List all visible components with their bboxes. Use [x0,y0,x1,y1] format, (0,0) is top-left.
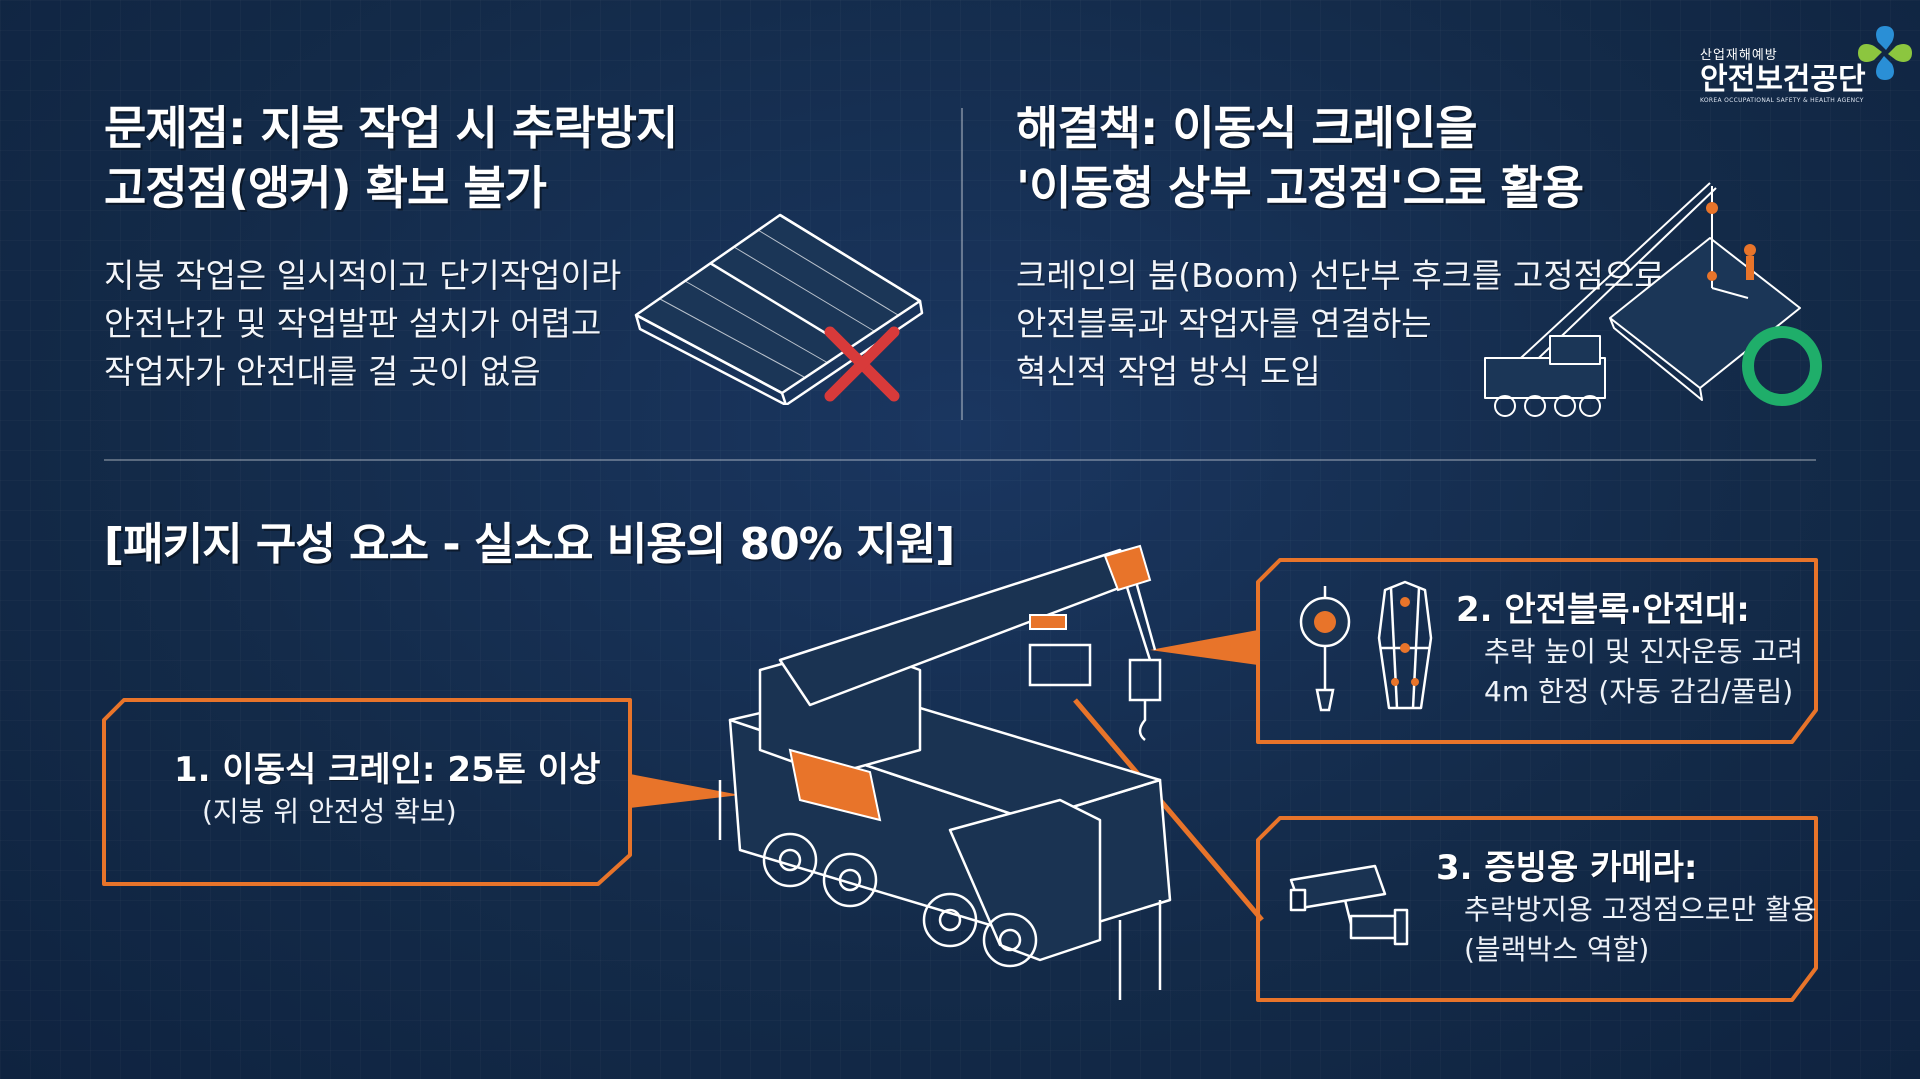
logo-cross-icon [1858,26,1912,80]
problem-description: 지붕 작업은 일시적이고 단기작업이라 안전난간 및 작업발판 설치가 어렵고 … [104,252,621,396]
solution-body-line3: 혁신적 작업 방식 도입 [1016,352,1321,391]
solution-description: 크레인의 붐(Boom) 선단부 후크를 고정점으로 안전블록과 작업자를 연결… [1016,252,1665,396]
horizontal-divider [104,459,1816,461]
safety-block-icon [1299,586,1351,712]
problem-body-line1: 지붕 작업은 일시적이고 단기작업이라 [104,256,622,295]
callout-frame-camera [1256,816,1818,1002]
solution-title-line2: '이동형 상부 고정점'으로 활용 [1016,161,1584,215]
connector-camera [1073,698,1264,922]
solution-title: 해결책: 이동식 크레인을 '이동형 상부 고정점'으로 활용 [1016,98,1584,218]
callout-frame-crane [102,698,632,886]
callout-crane: 1. 이동식 크레인: 25톤 이상 (지붕 위 안전성 확보) [174,748,600,832]
problem-body-line3: 작업자가 안전대를 걸 곳이 없음 [104,352,541,391]
connector-crane [630,774,740,808]
problem-title-line2: 고정점(앵커) 확보 불가 [104,161,547,215]
callout-safety-block: 2. 안전블록·안전대: 추락 높이 및 진자운동 고려 4m 한정 (자동 감… [1456,588,1803,712]
callout-camera-desc1: 추락방지용 고정점으로만 활용 [1464,893,1817,926]
callout-frame-safety-block [1256,558,1818,744]
package-title: [패키지 구성 요소 - 실소요 비용의 80% 지원] [104,519,955,570]
crane-roof-illustration [1484,182,1801,417]
callout-camera-desc2: (블랙박스 역할) [1464,933,1650,966]
solution-body-line1: 크레인의 붐(Boom) 선단부 후크를 고정점으로 [1016,256,1665,295]
solution-title-line1: 해결책: 이동식 크레인을 [1016,101,1478,155]
callout-crane-desc: (지붕 위 안전성 확보) [202,795,457,828]
callout-camera-title: 3. 증빙용 카메라: [1436,848,1698,888]
vertical-divider [961,108,963,420]
callout-crane-title: 1. 이동식 크레인: 25톤 이상 [174,750,601,790]
problem-title-line1: 문제점: 지붕 작업 시 추락방지 [104,101,678,155]
kosha-logo: 산업재해예방 안전보건공단 KOREA OCCUPATIONAL SAFETY … [1700,44,1866,104]
problem-title: 문제점: 지붕 작업 시 추락방지 고정점(앵커) 확보 불가 [104,98,678,218]
callout-safety-block-desc1: 추락 높이 및 진자운동 고려 [1484,635,1803,668]
logo-english: KOREA OCCUPATIONAL SAFETY & HEALTH AGENC… [1700,97,1864,104]
solution-body-line2: 안전블록과 작업자를 연결하는 [1016,304,1432,343]
callout-camera: 3. 증빙용 카메라: 추락방지용 고정점으로만 활용 (블랙박스 역할) [1436,846,1817,970]
cross-mark-icon [824,326,900,402]
check-circle-icon [1742,326,1822,406]
problem-body-line2: 안전난간 및 작업발판 설치가 어렵고 [104,304,602,343]
harness-icon [1377,580,1433,710]
cctv-camera-icon [1289,864,1409,946]
callout-safety-block-title: 2. 안전블록·안전대: [1456,590,1750,630]
roof-illustration [634,213,924,405]
logo-subtitle: 산업재해예방 [1700,48,1778,63]
mobile-crane-illustration [718,544,1172,1000]
logo-name: 안전보건공단 [1700,62,1866,97]
connector-safety-block [1150,630,1258,665]
callout-safety-block-desc2: 4m 한정 (자동 감김/풀림) [1484,675,1794,708]
